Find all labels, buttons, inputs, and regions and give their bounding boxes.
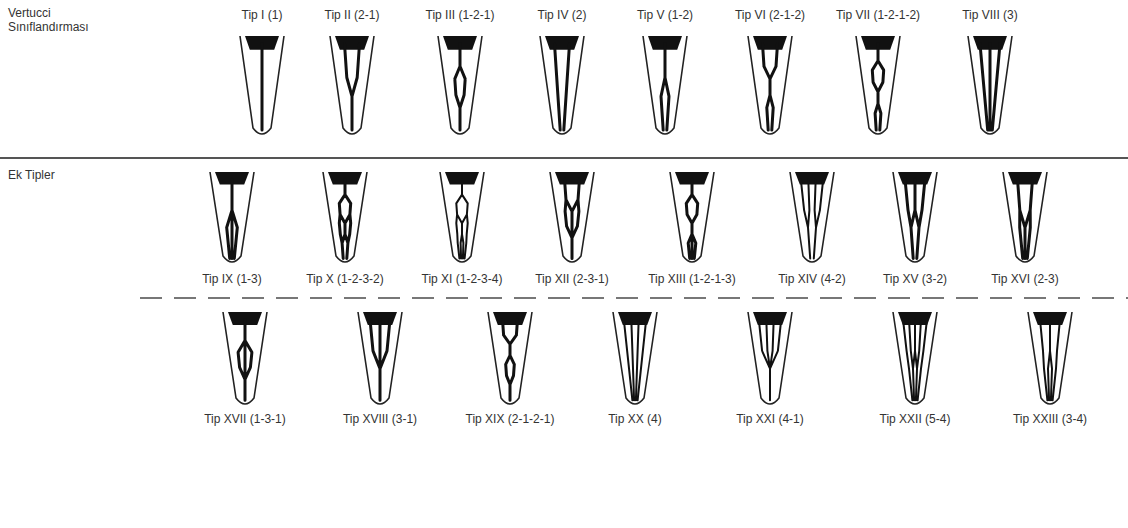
type-label: Tip IV (2) (538, 8, 587, 22)
type-label: Tip VIII (3) (962, 8, 1018, 22)
root-canal (872, 44, 883, 130)
dashed-divider (140, 297, 1128, 299)
pulp-chamber (1008, 172, 1042, 185)
root-canal (345, 44, 360, 130)
root-outline (893, 312, 937, 404)
type-label: Tip XIV (4-2) (778, 272, 846, 286)
root-group (210, 36, 1072, 404)
root-canal (455, 44, 465, 130)
type-label: Tip XV (3-2) (883, 272, 947, 286)
root-canal (261, 44, 264, 130)
type-label: Tip XXI (4-1) (736, 412, 804, 426)
root-canal (456, 179, 467, 258)
root-canal (686, 179, 697, 258)
root-outline (488, 312, 532, 404)
root-outline (438, 36, 482, 134)
root-outline (358, 312, 402, 404)
root-outline (440, 172, 484, 262)
root-canal (903, 319, 927, 400)
root-outline (540, 36, 584, 134)
root-canal (763, 44, 778, 130)
type-label: Tip I (1) (242, 8, 283, 22)
root-canal (238, 319, 252, 400)
pulp-chamber (753, 312, 787, 325)
pulp-chamber (335, 36, 369, 50)
root-outline (210, 172, 254, 262)
type-label: Tip XI (1-2-3-4) (422, 272, 503, 286)
section-label: Vertucci Sınıflandırması (8, 6, 108, 35)
type-label: Tip XVI (2-3) (991, 272, 1059, 286)
root-outline (223, 312, 267, 404)
root-outline (748, 312, 792, 404)
pulp-chamber (555, 172, 589, 185)
root-canal (565, 179, 580, 258)
pulp-chamber (493, 312, 527, 325)
section-label: Ek Tipler (8, 168, 55, 182)
root-outline (1003, 172, 1047, 262)
pulp-chamber (795, 172, 829, 185)
root-canal (370, 319, 390, 400)
root-canal (339, 179, 350, 258)
type-label: Tip X (1-2-3-2) (306, 272, 384, 286)
type-label: Tip XIX (2-1-2-1) (466, 412, 555, 426)
root-canal (227, 179, 238, 258)
root-canal (905, 179, 925, 258)
root-outline (968, 36, 1012, 134)
root-outline (613, 312, 657, 404)
root-canal (980, 44, 1000, 130)
root-canal (624, 319, 646, 400)
root-canal (759, 319, 781, 400)
root-canal (555, 44, 570, 130)
type-label: Tip XIII (1-2-1-3) (648, 272, 736, 286)
root-outline (1028, 312, 1072, 404)
root-canal (1040, 319, 1060, 400)
type-label: Tip VI (2-1-2) (735, 8, 805, 22)
root-canal (503, 319, 518, 400)
type-label: Tip III (1-2-1) (426, 8, 495, 22)
type-label: Tip XVIII (3-1) (343, 412, 417, 426)
type-label: Tip VII (1-2-1-2) (836, 8, 920, 22)
pulp-chamber (753, 36, 787, 50)
type-label: Tip XXIII (3-4) (1013, 412, 1087, 426)
root-outline (790, 172, 834, 262)
type-label: Tip XXII (5-4) (880, 412, 951, 426)
divider-line (0, 157, 1128, 159)
pulp-chamber (618, 312, 652, 325)
root-outline (330, 36, 374, 134)
pulp-chamber (545, 36, 579, 50)
type-label: Tip XX (4) (608, 412, 662, 426)
type-label: Tip II (2-1) (325, 8, 380, 22)
root-outline (323, 172, 367, 262)
type-label: Tip V (1-2) (637, 8, 693, 22)
root-canal (661, 44, 669, 130)
root-outline (748, 36, 792, 134)
root-canal (801, 179, 823, 258)
root-outline (856, 36, 900, 134)
root-outline (240, 36, 284, 134)
type-label: Tip XII (2-3-1) (535, 272, 609, 286)
root-outline (670, 172, 714, 262)
root-outline (643, 36, 687, 134)
root-outline (893, 172, 937, 262)
type-label: Tip IX (1-3) (202, 272, 262, 286)
root-canal (1018, 179, 1033, 258)
type-label: Tip XVII (1-3-1) (204, 412, 286, 426)
root-outline (550, 172, 594, 262)
